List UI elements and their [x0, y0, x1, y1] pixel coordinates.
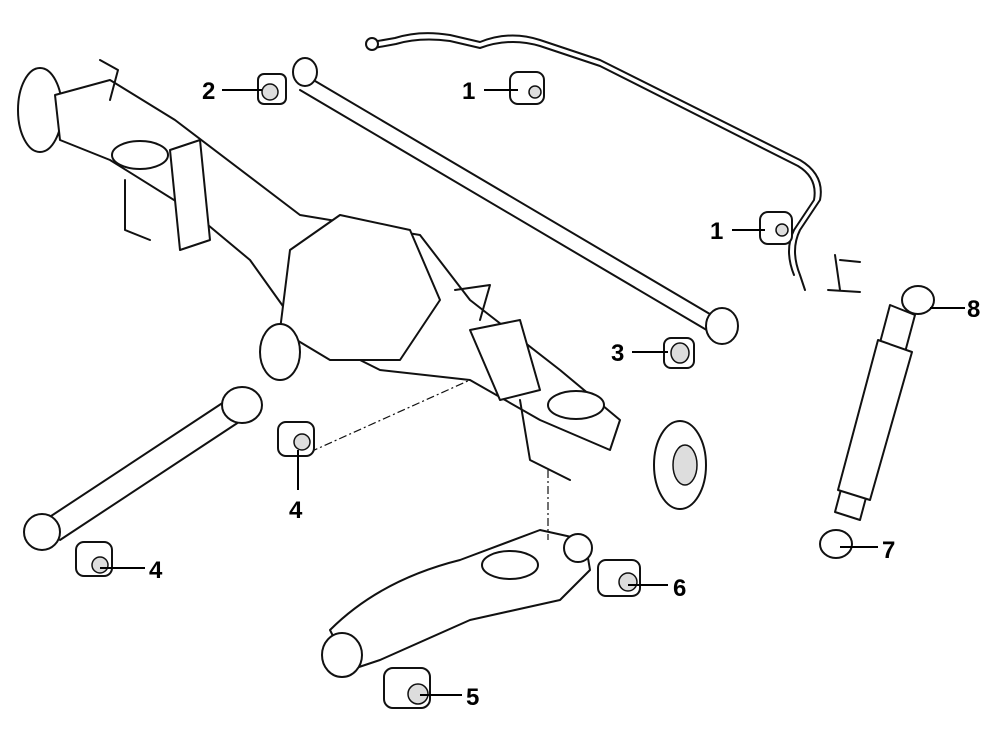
- callout-4: 4: [100, 557, 163, 584]
- assembly-guide-lines: [309, 379, 549, 540]
- lower-arm: [321, 529, 593, 678]
- callout-3: 3: [611, 340, 668, 367]
- callout-1: 1: [710, 218, 765, 245]
- callout-4: 4: [289, 450, 303, 524]
- callout-number: 3: [611, 340, 624, 367]
- callout-number: 2: [202, 78, 215, 105]
- axle-housing: [17, 59, 707, 510]
- callout-number: 8: [967, 296, 980, 323]
- trailing-arm: [23, 386, 263, 551]
- callout-number: 7: [882, 537, 895, 564]
- callout-2: 2: [202, 78, 262, 105]
- callout-number: 4: [149, 557, 163, 584]
- callout-number: 4: [289, 497, 303, 524]
- callout-number: 1: [710, 218, 723, 245]
- callout-number: 1: [462, 78, 475, 105]
- stabilizer-bar: [365, 32, 861, 293]
- callout-1: 1: [462, 78, 518, 105]
- lateral-rod: [292, 57, 739, 345]
- callout-8: 8: [930, 296, 980, 323]
- callout-6: 6: [628, 575, 686, 602]
- callout-5: 5: [420, 684, 479, 711]
- shock-absorber: [819, 285, 935, 559]
- callout-7: 7: [840, 537, 895, 564]
- callout-number: 5: [466, 684, 479, 711]
- callout-number: 6: [673, 575, 686, 602]
